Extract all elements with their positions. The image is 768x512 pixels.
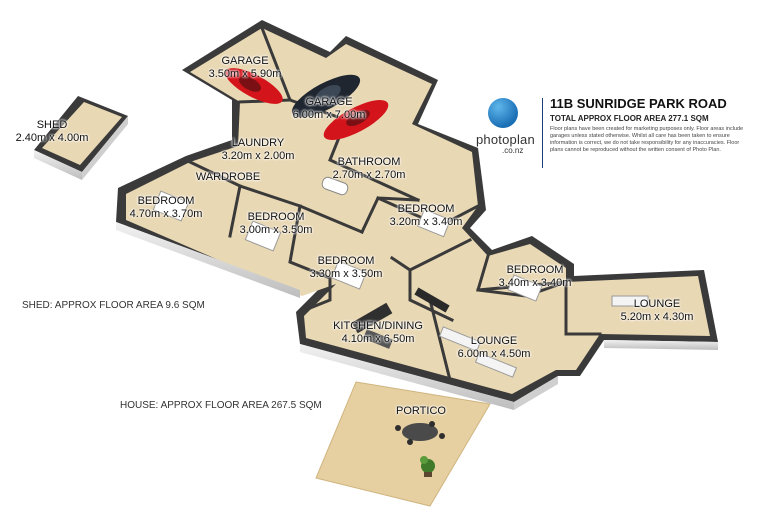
portico-area bbox=[315, 381, 491, 507]
sofa-icon bbox=[474, 352, 518, 378]
kitchen-counter-icon bbox=[351, 302, 393, 334]
logo-name: photoplan bbox=[476, 132, 535, 147]
shed-area-note: SHED: APPROX FLOOR AREA 9.6 SQM bbox=[22, 300, 205, 311]
bed-icon bbox=[244, 220, 282, 252]
brand-divider bbox=[542, 98, 543, 168]
house-area-note: HOUSE: APPROX FLOOR AREA 267.5 SQM bbox=[120, 400, 322, 411]
bed-icon bbox=[331, 260, 367, 290]
room-label-wardrobe: WARDROBE bbox=[195, 171, 261, 183]
room-label-portico: PORTICO bbox=[396, 405, 446, 417]
car-icon bbox=[323, 100, 389, 140]
car-icon bbox=[225, 68, 283, 104]
bed-icon bbox=[507, 274, 543, 302]
total-floor-area: TOTAL APPROX FLOOR AREA 277.1 SQM bbox=[550, 114, 709, 123]
bed-icon bbox=[152, 190, 190, 222]
outdoor-table-icon bbox=[395, 421, 445, 445]
house-structure bbox=[116, 20, 718, 410]
property-address: 11B SUNRIDGE PARK ROAD bbox=[550, 96, 727, 111]
sofa-icon bbox=[611, 295, 649, 307]
plant-icon bbox=[420, 456, 435, 477]
car-icon bbox=[291, 74, 361, 118]
bathtub-icon bbox=[321, 176, 349, 196]
logo-domain: .co.nz bbox=[502, 146, 524, 155]
shed-structure bbox=[34, 96, 128, 180]
dining-table-icon bbox=[363, 329, 393, 349]
photoplan-logo-icon bbox=[488, 98, 518, 128]
disclaimer-text: Floor plans have been created for market… bbox=[550, 126, 744, 153]
kitchen-island-icon bbox=[414, 287, 450, 313]
bed-icon bbox=[416, 208, 452, 238]
sofa-icon bbox=[438, 326, 482, 352]
brand-block: photoplan .co.nz 11B SUNRIDGE PARK ROAD … bbox=[476, 96, 756, 176]
